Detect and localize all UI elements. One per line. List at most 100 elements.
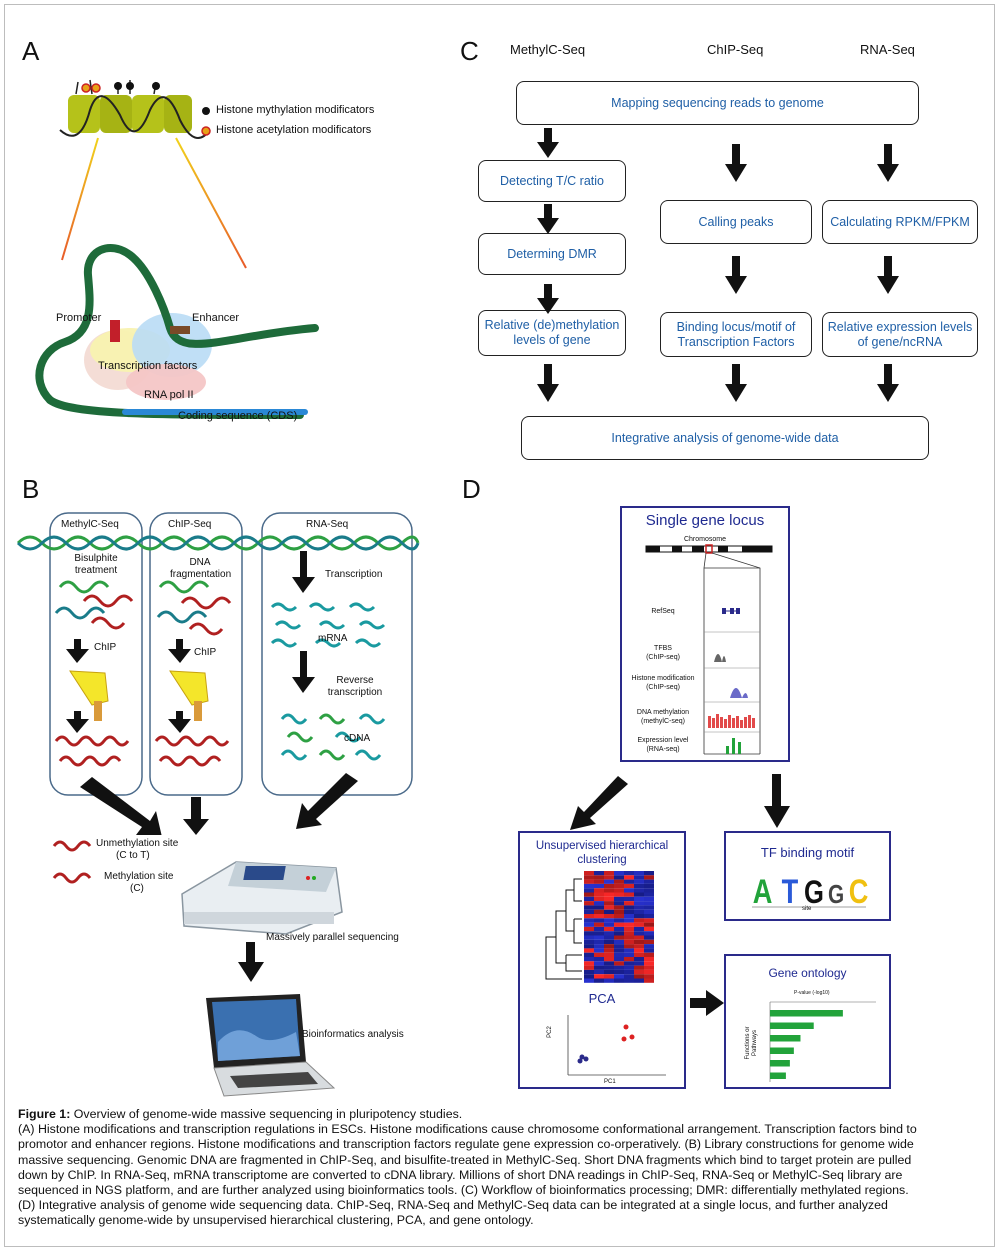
heatmap-cell: [614, 879, 624, 884]
heatmap-cell: [594, 914, 604, 919]
heatmap-cell: [614, 961, 624, 966]
histone-text: Histone modification: [631, 675, 695, 682]
clustering-title: Unsupervised hierarchical clustering: [535, 840, 669, 866]
heatmap-cell: [624, 922, 634, 927]
heatmap-cell: [584, 875, 594, 880]
figure-caption: Figure 1: Overview of genome-wide massiv…: [18, 1107, 984, 1229]
heatmap-cell: [584, 944, 594, 949]
panel-a-illustration: [35, 79, 319, 419]
chromatin-loop: [35, 243, 319, 419]
heatmap-cell: [614, 974, 624, 979]
heatmap-cell: [624, 888, 634, 893]
panel-c-arrows: [537, 128, 899, 402]
heatmap-cell: [614, 901, 624, 906]
heatmap-cell: [604, 978, 614, 983]
chip-label-2: ChIP: [194, 647, 217, 658]
col-head-chip: ChIP-Seq: [707, 42, 764, 57]
heatmap-cell: [614, 978, 624, 983]
heatmap-cell: [614, 939, 624, 945]
b-col-chip: ChIP-Seq: [168, 519, 212, 530]
panel-d-letter: D: [462, 474, 481, 504]
heatmap-cell: [614, 909, 624, 914]
heatmap-cell: [624, 871, 634, 876]
heatmap-cell: [644, 926, 654, 932]
motif-title: TF binding motif: [760, 845, 855, 860]
caption-line-2: promotor and enhancer regions. Histone m…: [18, 1137, 914, 1152]
heatmap-cell: [614, 883, 624, 889]
legend-fragments: [52, 840, 92, 884]
refseq-gene-icon: [722, 608, 740, 614]
pc1-label: PC1: [604, 1079, 616, 1085]
heatmap-cell: [584, 935, 594, 940]
heatmap-cell: [594, 918, 604, 923]
box-calling-peaks: Calling peaks: [660, 200, 812, 244]
heatmap-cell: [624, 896, 634, 902]
heatmap-cell: [594, 978, 604, 983]
dna-methylation-label: DNA methylation (methylC-seq): [622, 708, 704, 726]
heatmap-cell: [644, 935, 654, 940]
heatmap-cell: [614, 914, 624, 919]
bioinformatics-label: Bioinformatics analysis: [302, 1029, 404, 1040]
heatmap-cell: [604, 974, 614, 979]
methylation-dot-icon: [202, 107, 210, 115]
heatmap-cell: [624, 969, 634, 975]
heatmap-cell: [644, 957, 654, 962]
heatmap-cell: [624, 961, 634, 966]
heatmap-cell: [604, 909, 614, 914]
heatmap-cell: [594, 957, 604, 962]
heatmap-cell: [614, 944, 624, 949]
heatmap-cell: [624, 952, 634, 957]
heatmap-cell: [634, 974, 644, 979]
heatmap-cell: [614, 892, 624, 897]
panel-b-letter: B: [22, 474, 40, 504]
heatmap-cell: [594, 875, 604, 880]
heatmap-cell: [614, 896, 624, 902]
heatmap-cell: [624, 905, 634, 910]
single-locus-title: Single gene locus: [645, 512, 765, 529]
svg-text:G: G: [804, 875, 824, 910]
heatmap: [545, 871, 654, 983]
ontology-box: Gene ontology P-value (-log10) Functions…: [724, 954, 891, 1089]
heatmap-cell: [634, 944, 644, 949]
heatmap-cell: [604, 952, 614, 957]
heatmap-cell: [644, 965, 654, 970]
heatmap-cell: [624, 974, 634, 979]
heatmap-cell: [644, 961, 654, 966]
panel-a-letter: A: [22, 36, 40, 66]
heatmap-cell: [594, 935, 604, 940]
dendrogram: [545, 878, 582, 980]
heatmap-cell: [634, 961, 644, 966]
heatmap-cell: [614, 871, 624, 876]
heatmap-cell: [594, 922, 604, 927]
heatmap-cell: [604, 931, 614, 936]
heatmap-cell: [604, 944, 614, 949]
heatmap-cell: [604, 879, 614, 884]
box-rel-methyl: Relative (de)methylation levels of gene: [478, 310, 626, 356]
heatmap-cell: [594, 905, 604, 910]
svg-text:C: C: [849, 872, 869, 911]
heatmap-cell: [604, 935, 614, 940]
ontology-ylabel: Functions or Pathways: [745, 1026, 758, 1060]
heatmap-cell: [644, 879, 654, 884]
heatmap-cell: [614, 957, 624, 962]
heatmap-cell: [644, 875, 654, 880]
heatmap-cell: [594, 974, 604, 979]
heatmap-cell: [604, 871, 614, 876]
heatmap-cell: [604, 905, 614, 910]
dnameth-text: DNA methylation: [636, 709, 690, 716]
heatmap-cell: [584, 879, 594, 884]
heatmap-cell: [624, 914, 634, 919]
box-binding: Binding locus/motif of Transcription Fac…: [660, 312, 812, 357]
heatmap-cell: [584, 957, 594, 962]
unmethylation-sub: (C to T): [116, 850, 150, 861]
heatmap-cell: [604, 918, 614, 923]
heatmap-cell: [604, 914, 614, 919]
heatmap-cell: [644, 888, 654, 893]
ontology-bar: [770, 1035, 801, 1042]
box-rpkm: Calculating RPKM/FPKM: [822, 200, 978, 244]
heatmap-cell: [644, 883, 654, 889]
heatmap-cell: [624, 879, 634, 884]
heatmap-cell: [604, 883, 614, 889]
rna-pol-label: RNA pol II: [144, 389, 194, 401]
promoter-label: Promoter: [56, 312, 102, 324]
